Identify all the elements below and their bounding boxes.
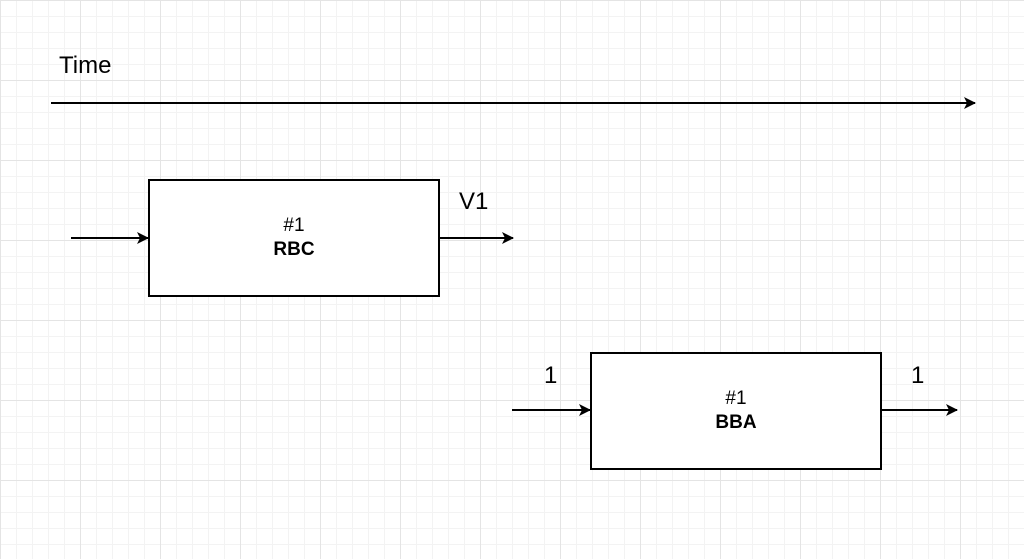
rbc-node-id: #1 xyxy=(283,215,305,236)
rbc-node-name: RBC xyxy=(273,239,315,260)
bba-input-label: 1 xyxy=(544,362,558,389)
bba-output-label: 1 xyxy=(911,362,925,389)
bba-node[interactable]: #1 BBA xyxy=(590,352,882,470)
bba-node-id: #1 xyxy=(725,388,747,409)
rbc-node[interactable]: #1 RBC xyxy=(148,179,440,297)
bba-node-name: BBA xyxy=(715,412,757,433)
rbc-output-label: V1 xyxy=(459,188,489,215)
time-label: Time xyxy=(59,52,112,79)
